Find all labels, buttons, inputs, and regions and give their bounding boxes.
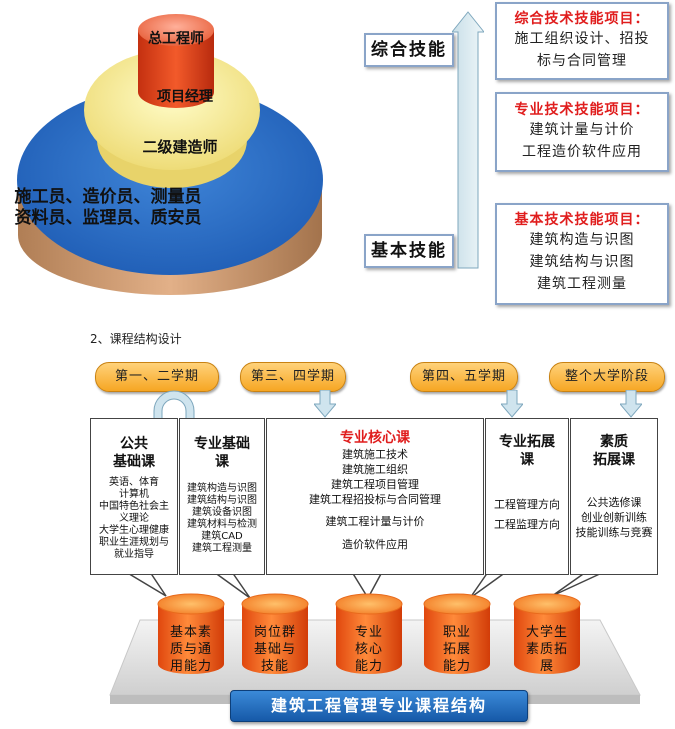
course-item: 职业生涯规划与 — [99, 537, 169, 548]
course-item: 工程管理方向 — [494, 498, 560, 511]
ability-label: 基本素 质与通 用能力 — [158, 624, 224, 675]
cylinder — [335, 593, 403, 674]
skill-box-title: 综合技术技能项目： — [514, 11, 650, 27]
professional-skill-box: 专业技术技能项目： 建筑计量与计价 工程造价软件应用 — [495, 92, 669, 172]
course-item: 工程监理方向 — [494, 518, 560, 531]
course-item: 英语、体育 — [109, 477, 159, 488]
skill-box-line: 施工组织设计、招投 — [514, 31, 650, 47]
cylinder — [157, 593, 225, 674]
down-arrow-icon — [501, 390, 523, 418]
course-item: 建筑施工技术 — [342, 448, 408, 461]
semester-pill: 整个大学阶段 — [549, 362, 665, 392]
public-foundation-course: 公共 基础课 英语、体育 计算机 中国特色社会主 义理论 大学生心理健康 职业生… — [90, 418, 178, 575]
semester-pill: 第四、五学期 — [410, 362, 518, 392]
course-item: 公共选修课 — [586, 496, 642, 509]
course-title: 专业基础 — [194, 436, 250, 452]
structure-banner: 建筑工程管理专业课程结构 — [230, 690, 528, 722]
ability-line: 基础与 — [253, 642, 296, 657]
ability-line: 能力 — [442, 659, 471, 674]
quality-extension-course: 素质 拓展课 公共选修课 创业创新训练 技能训练与竞赛 — [570, 418, 658, 575]
ability-label: 专业 核心 能力 — [336, 624, 402, 675]
ability-line: 大学生 — [525, 625, 568, 640]
skill-box-line: 建筑结构与识图 — [529, 254, 635, 270]
course-title: 专业拓展 — [499, 434, 555, 450]
ability-label: 大学生 素质拓 展 — [514, 624, 580, 675]
cylinder — [513, 593, 581, 674]
course-item: 建筑结构与识图 — [187, 495, 257, 506]
pyramid-top-label: 总工程师 — [148, 31, 204, 47]
course-item: 义理论 — [119, 513, 149, 524]
course-item: 计算机 — [119, 489, 149, 500]
course-item: 技能训练与竞赛 — [575, 526, 653, 539]
course-item: 就业指导 — [114, 549, 154, 560]
course-item: 建筑工程招投标与合同管理 — [309, 493, 441, 506]
basic-skills-label: 基本技能 — [364, 234, 454, 268]
composite-skill-box: 综合技术技能项目： 施工组织设计、招投 标与合同管理 — [495, 2, 669, 80]
ability-line: 岗位群 — [253, 625, 296, 640]
ability-line: 技能 — [260, 659, 289, 674]
skill-box-line: 建筑工程测量 — [537, 276, 627, 292]
pyramid-base-line1: 施工员、造价员、测量员 — [14, 187, 202, 207]
ability-label: 职业 拓展 能力 — [424, 624, 490, 675]
down-arrow-icon — [314, 390, 336, 418]
pyramid-level3-label: 二级建造师 — [142, 138, 218, 156]
professional-core-course: 专业核心课 建筑施工技术 建筑施工组织 建筑工程项目管理 建筑工程招投标与合同管… — [266, 418, 484, 575]
skill-box-line: 标与合同管理 — [537, 53, 627, 69]
course-item: 建筑工程计量与计价 — [325, 515, 425, 528]
bridge-arc — [153, 390, 195, 424]
skill-box-line: 工程造价软件应用 — [522, 144, 642, 160]
course-item: 大学生心理健康 — [99, 525, 169, 536]
course-title: 专业核心课 — [340, 430, 410, 446]
skill-box-line: 建筑构造与识图 — [529, 232, 635, 248]
ability-cylinders — [157, 593, 581, 674]
ability-line: 素质拓 — [525, 642, 568, 657]
course-item: 建筑构造与识图 — [187, 483, 257, 494]
course-item: 建筑工程项目管理 — [331, 478, 419, 491]
skill-box-title: 基本技术技能项目： — [514, 212, 650, 228]
ability-line: 能力 — [354, 659, 383, 674]
course-item: 造价软件应用 — [342, 538, 408, 551]
semester-pill: 第一、二学期 — [95, 362, 219, 392]
cylinder — [423, 593, 491, 674]
pyramid-level2-label: 项目经理 — [157, 89, 213, 105]
cylinder — [241, 593, 309, 674]
ability-line: 职业 — [442, 625, 471, 640]
skill-box-line: 建筑计量与计价 — [529, 122, 635, 138]
course-title: 素质 — [600, 434, 628, 450]
callout-pointers — [125, 571, 605, 600]
ability-line: 拓展 — [442, 642, 471, 657]
ability-label: 岗位群 基础与 技能 — [242, 624, 308, 675]
course-title: 课 — [215, 454, 229, 470]
ability-line: 展 — [539, 659, 554, 674]
semester-pill: 第三、四学期 — [240, 362, 346, 392]
down-arrow-icon — [620, 390, 642, 418]
ability-line: 专业 — [354, 625, 383, 640]
course-item: 建筑设备识图 — [192, 507, 252, 518]
course-item: 建筑施工组织 — [342, 463, 408, 476]
course-title: 基础课 — [113, 454, 155, 470]
pyramid-base-line2: 资料员、监理员、质安员 — [14, 208, 202, 228]
up-arrow-icon — [452, 11, 484, 269]
professional-foundation-course: 专业基础 课 建筑构造与识图 建筑结构与识图 建筑设备识图 建筑材料与检测 建筑… — [179, 418, 265, 575]
course-item: 建筑CAD — [201, 531, 243, 542]
ability-line: 核心 — [354, 642, 383, 657]
professional-extension-course: 专业拓展 课 工程管理方向 工程监理方向 — [485, 418, 569, 575]
composite-skills-label: 综合技能 — [364, 33, 454, 67]
course-title: 拓展课 — [593, 452, 635, 468]
ability-line: 质与通 — [169, 642, 212, 657]
career-pyramid — [17, 14, 323, 295]
skill-box-title: 专业技术技能项目： — [514, 102, 650, 118]
course-item: 中国特色社会主 — [99, 501, 169, 512]
basic-skill-box: 基本技术技能项目： 建筑构造与识图 建筑结构与识图 建筑工程测量 — [495, 203, 669, 305]
ability-line: 基本素 — [169, 625, 212, 640]
course-item: 建筑材料与检测 — [187, 519, 257, 530]
course-item: 建筑工程测量 — [192, 543, 252, 554]
ability-line: 用能力 — [169, 659, 212, 674]
course-item: 创业创新训练 — [581, 511, 647, 524]
section-caption: 2、课程结构设计 — [90, 332, 182, 346]
course-title: 课 — [520, 452, 534, 468]
course-title: 公共 — [120, 436, 148, 452]
